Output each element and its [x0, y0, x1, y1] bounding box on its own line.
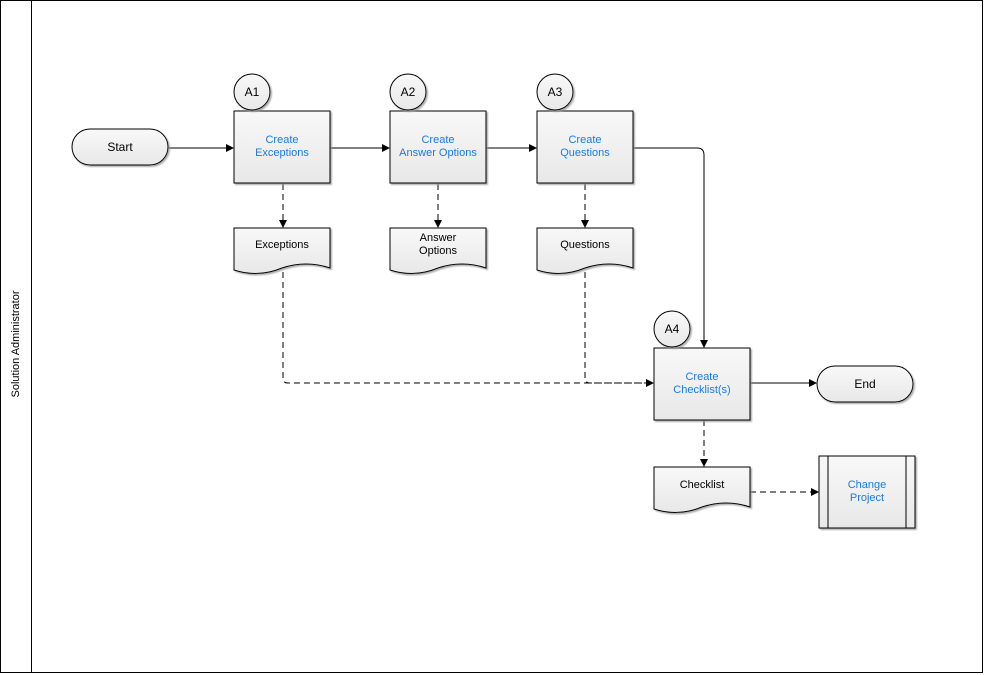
step-a3-create-questions[interactable]: Create Questions: [560, 134, 610, 159]
document-answer-options: [389, 227, 487, 274]
process-box-a4: [653, 347, 751, 421]
badge-circle-a1: [233, 73, 271, 111]
process-box-a3: [536, 110, 634, 184]
start-terminal: [71, 128, 169, 166]
document-label-questions: Questions: [560, 238, 610, 251]
badge-a1: A1: [244, 84, 260, 99]
document-label-answer-options: Answer Options: [419, 232, 457, 257]
document-label-checklist: Checklist: [679, 478, 725, 491]
end-terminal: [816, 365, 914, 403]
process-box-a2: [389, 110, 487, 184]
step-a2-create-answer-options[interactable]: Create Answer Options: [399, 134, 477, 159]
arrow-a3-to-a4: [633, 147, 708, 348]
document-label-exceptions: Exceptions: [255, 238, 309, 251]
subprocess-change-project: [818, 455, 916, 529]
badge-circle-a3: [536, 73, 574, 111]
dashed-questions-to-a4: [584, 272, 653, 384]
badge-circle-a2: [389, 73, 427, 111]
subprocess-change-project-link[interactable]: Change Project: [847, 479, 887, 504]
start-label: Start: [107, 139, 133, 154]
badge-circle-a4: [653, 310, 691, 348]
process-box-a1: [233, 110, 331, 184]
step-a4-create-checklists[interactable]: Create Checklist(s): [673, 371, 731, 396]
swimlane-divider: [31, 0, 32, 673]
document-exceptions: [233, 227, 331, 274]
document-checklist: [653, 466, 751, 513]
badge-a3: A3: [547, 84, 563, 99]
end-label: End: [854, 376, 876, 391]
badge-a4: A4: [664, 321, 680, 336]
document-questions: [536, 227, 634, 274]
dashed-exceptions-to-a4: [282, 272, 654, 387]
badge-a2: A2: [400, 84, 416, 99]
step-a1-create-exceptions[interactable]: Create Exceptions: [255, 134, 309, 159]
